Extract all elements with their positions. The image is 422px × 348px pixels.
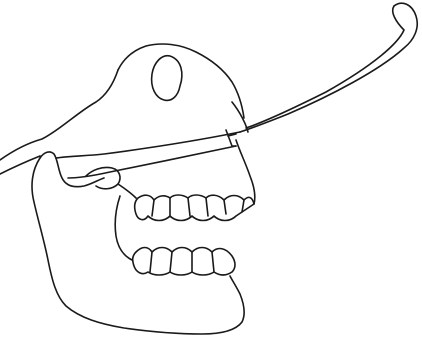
cranial-base-outline: [0, 70, 118, 160]
lower-teeth-separators: [150, 252, 214, 272]
instrument-shaft-upper: [56, 132, 240, 158]
instrument-handle-upper: [240, 3, 417, 132]
instrument-shaft-lower: [68, 146, 236, 178]
instrument-handle-lower: [246, 6, 404, 128]
maxilla-lower-contour: [236, 140, 255, 204]
nasal-aperture: [152, 56, 182, 101]
mandible-ramus: [32, 158, 244, 334]
upper-teeth-separators: [152, 198, 244, 216]
mandible-inner-curve: [115, 196, 132, 260]
lower-teeth-row: [133, 248, 235, 276]
